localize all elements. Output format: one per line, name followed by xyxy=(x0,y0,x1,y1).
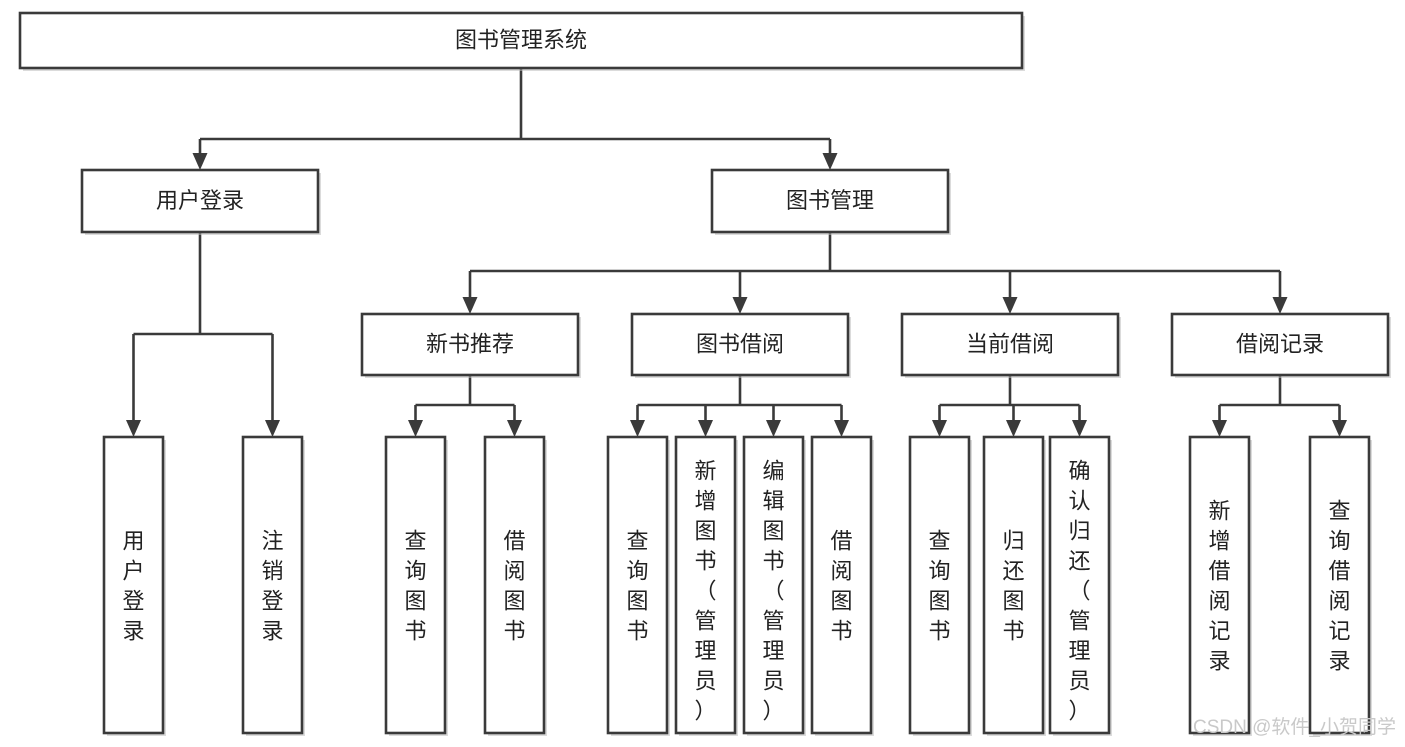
edge-group-current-borrow xyxy=(932,375,1087,437)
node-label: 确认归还（管理员） xyxy=(1068,458,1090,723)
node-leaf-query-book-1[interactable]: 查询图书 xyxy=(384,435,448,736)
arrow-head-icon xyxy=(1212,420,1227,437)
node-label: 新增借阅记录 xyxy=(1208,498,1230,673)
node-current-borrow[interactable]: 当前借阅 xyxy=(900,312,1121,378)
node-rect[interactable] xyxy=(241,435,304,735)
node-label: 用户登录 xyxy=(122,528,144,643)
node-borrow-record[interactable]: 借阅记录 xyxy=(1170,312,1391,378)
node-leaf-query-book-2[interactable]: 查询图书 xyxy=(606,435,670,736)
node-rect[interactable] xyxy=(1048,435,1111,735)
node-label: 借阅记录 xyxy=(1236,331,1324,356)
node-rect[interactable] xyxy=(742,435,805,735)
node-layer: 图书管理系统用户登录图书管理新书推荐图书借阅当前借阅借阅记录用户登录注销登录查询… xyxy=(18,11,1391,736)
arrow-head-icon xyxy=(834,420,849,437)
node-label: 编辑图书（管理员） xyxy=(762,458,784,723)
edge-group-book-manage xyxy=(462,232,1288,314)
arrow-head-icon xyxy=(126,420,141,437)
arrow-head-icon xyxy=(1006,420,1021,437)
node-rect[interactable] xyxy=(360,312,580,377)
arrow-head-icon xyxy=(265,420,280,437)
node-book-manage[interactable]: 图书管理 xyxy=(710,168,951,235)
edge-group-borrow-record xyxy=(1212,375,1347,437)
node-label: 借阅图书 xyxy=(503,528,525,643)
node-rect[interactable] xyxy=(18,11,1024,70)
node-leaf-query-book-3[interactable]: 查询图书 xyxy=(908,435,972,736)
arrow-head-icon xyxy=(932,420,947,437)
node-leaf-borrow-book-2[interactable]: 借阅图书 xyxy=(810,435,874,736)
node-label: 归还图书 xyxy=(1002,528,1024,643)
node-leaf-add-book[interactable]: 新增图书（管理员） xyxy=(674,435,738,736)
node-label: 当前借阅 xyxy=(966,331,1054,356)
node-label: 图书管理系统 xyxy=(455,27,587,52)
node-rect[interactable] xyxy=(80,168,320,234)
arrow-head-icon xyxy=(1272,297,1288,314)
node-book-borrow[interactable]: 图书借阅 xyxy=(630,312,851,378)
node-leaf-query-record[interactable]: 查询借阅记录 xyxy=(1308,435,1372,736)
node-label: 借阅图书 xyxy=(830,528,852,643)
edge-group-user-login xyxy=(126,232,280,437)
arrow-head-icon xyxy=(766,420,781,437)
node-rect[interactable] xyxy=(810,435,873,735)
node-label: 查询图书 xyxy=(626,528,648,643)
arrow-head-icon xyxy=(192,153,208,170)
arrow-head-icon xyxy=(507,420,522,437)
edge-group-new-book-recommend xyxy=(408,375,522,437)
arrow-head-icon xyxy=(462,297,478,314)
node-rect[interactable] xyxy=(982,435,1045,735)
node-user-login[interactable]: 用户登录 xyxy=(80,168,321,235)
node-label: 图书借阅 xyxy=(696,331,784,356)
node-rect[interactable] xyxy=(710,168,950,234)
arrow-head-icon xyxy=(1332,420,1347,437)
arrow-head-icon xyxy=(1002,297,1018,314)
edge-group-root xyxy=(192,68,838,170)
arrow-head-icon xyxy=(698,420,713,437)
node-label: 用户登录 xyxy=(156,188,244,213)
node-label: 新书推荐 xyxy=(426,331,514,356)
arrow-head-icon xyxy=(408,420,423,437)
node-leaf-return-book[interactable]: 归还图书 xyxy=(982,435,1046,736)
node-leaf-borrow-book-1[interactable]: 借阅图书 xyxy=(483,435,547,736)
node-rect[interactable] xyxy=(1170,312,1390,377)
connector-layer xyxy=(126,68,1347,437)
node-label: 查询借阅记录 xyxy=(1328,498,1350,673)
node-rect[interactable] xyxy=(384,435,447,735)
node-root[interactable]: 图书管理系统 xyxy=(18,11,1025,71)
arrow-head-icon xyxy=(1072,420,1087,437)
node-rect[interactable] xyxy=(102,435,165,735)
node-rect[interactable] xyxy=(674,435,737,735)
node-leaf-add-record[interactable]: 新增借阅记录 xyxy=(1188,435,1252,736)
node-label: 查询图书 xyxy=(404,528,426,643)
node-new-book-recommend[interactable]: 新书推荐 xyxy=(360,312,581,378)
node-leaf-user-login[interactable]: 用户登录 xyxy=(102,435,166,736)
node-rect[interactable] xyxy=(908,435,971,735)
node-rect[interactable] xyxy=(900,312,1120,377)
node-rect[interactable] xyxy=(606,435,669,735)
edge-group-book-borrow xyxy=(630,375,849,437)
node-leaf-edit-book[interactable]: 编辑图书（管理员） xyxy=(742,435,806,736)
node-rect[interactable] xyxy=(483,435,546,735)
node-label: 查询图书 xyxy=(928,528,950,643)
arrow-head-icon xyxy=(732,297,748,314)
node-leaf-logout[interactable]: 注销登录 xyxy=(241,435,305,736)
node-rect[interactable] xyxy=(630,312,850,377)
node-rect[interactable] xyxy=(1308,435,1371,735)
node-label: 新增图书（管理员） xyxy=(694,458,716,723)
node-label: 图书管理 xyxy=(786,188,874,213)
arrow-head-icon xyxy=(630,420,645,437)
node-label: 注销登录 xyxy=(261,528,283,643)
arrow-head-icon xyxy=(822,153,838,170)
csdn-watermark: CSDN @软件_小贺同学 xyxy=(1193,716,1396,738)
node-leaf-confirm-return[interactable]: 确认归还（管理员） xyxy=(1048,435,1112,736)
node-rect[interactable] xyxy=(1188,435,1251,735)
